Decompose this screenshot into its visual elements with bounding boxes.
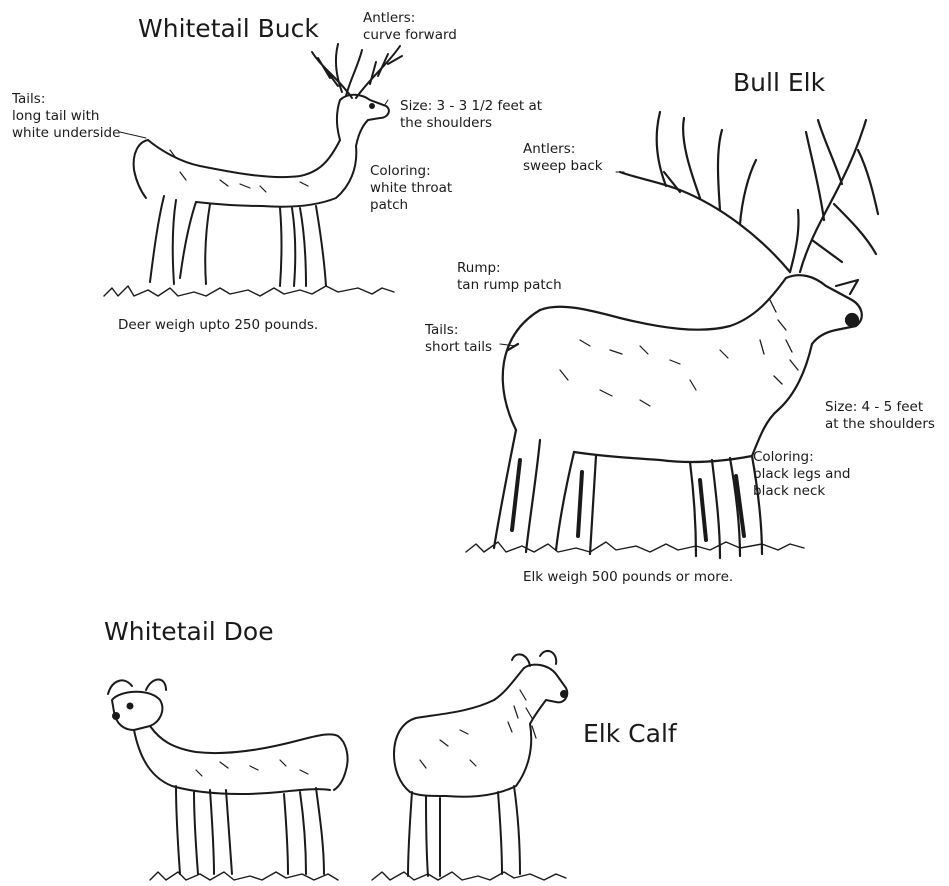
buck-tails-note: Tails: long tail with white underside xyxy=(12,91,120,142)
buck-size-line1: Size: 3 - 3 1/2 feet at xyxy=(400,98,542,115)
buck-antlers-note: Antlers: curve forward xyxy=(363,10,457,44)
buck-antlers-heading: Antlers: xyxy=(363,10,457,27)
deer-weight-caption: Deer weigh upto 250 pounds. xyxy=(118,317,318,333)
elk-size-line2: at the shoulders xyxy=(825,416,935,433)
buck-antlers-body: curve forward xyxy=(363,27,457,44)
elk-calf-title: Elk Calf xyxy=(583,721,677,746)
elk-coloring-body-line1: black legs and xyxy=(753,466,850,483)
elk-tails-heading: Tails: xyxy=(425,322,492,339)
whitetail-doe-illustration xyxy=(108,680,348,881)
elk-coloring-heading: Coloring: xyxy=(753,449,850,466)
buck-tail-pointer xyxy=(120,132,146,138)
elk-rump-heading: Rump: xyxy=(457,260,562,277)
whitetail-buck-title: Whitetail Buck xyxy=(138,16,319,41)
elk-antlers-body: sweep back xyxy=(523,158,603,175)
elk-calf-illustration xyxy=(372,651,567,880)
elk-antlers-heading: Antlers: xyxy=(523,141,603,158)
elk-rump-body: tan rump patch xyxy=(457,277,562,294)
elk-size-line1: Size: 4 - 5 feet xyxy=(825,399,935,416)
elk-antlers-note: Antlers: sweep back xyxy=(523,141,603,175)
buck-coloring-note: Coloring: white throat patch xyxy=(370,163,452,214)
whitetail-doe-title: Whitetail Doe xyxy=(104,619,274,644)
elk-coloring-note: Coloring: black legs and black neck xyxy=(753,449,850,500)
buck-tails-heading: Tails: xyxy=(12,91,120,108)
elk-tails-body: short tails xyxy=(425,339,492,356)
whitetail-buck-illustration xyxy=(104,44,402,296)
buck-tails-body-line2: white underside xyxy=(12,125,120,142)
bull-elk-title: Bull Elk xyxy=(733,70,825,95)
buck-coloring-body-line1: white throat xyxy=(370,180,452,197)
elk-rump-note: Rump: tan rump patch xyxy=(457,260,562,294)
buck-coloring-heading: Coloring: xyxy=(370,163,452,180)
elk-coloring-body-line2: black neck xyxy=(753,483,850,500)
elk-weight-caption: Elk weigh 500 pounds or more. xyxy=(523,569,733,585)
buck-tails-body-line1: long tail with xyxy=(12,108,120,125)
buck-coloring-body-line2: patch xyxy=(370,197,452,214)
elk-size-note: Size: 4 - 5 feet at the shoulders xyxy=(825,399,935,433)
buck-size-note: Size: 3 - 3 1/2 feet at the shoulders xyxy=(400,98,542,132)
elk-tails-note: Tails: short tails xyxy=(425,322,492,356)
buck-size-line2: the shoulders xyxy=(400,115,542,132)
